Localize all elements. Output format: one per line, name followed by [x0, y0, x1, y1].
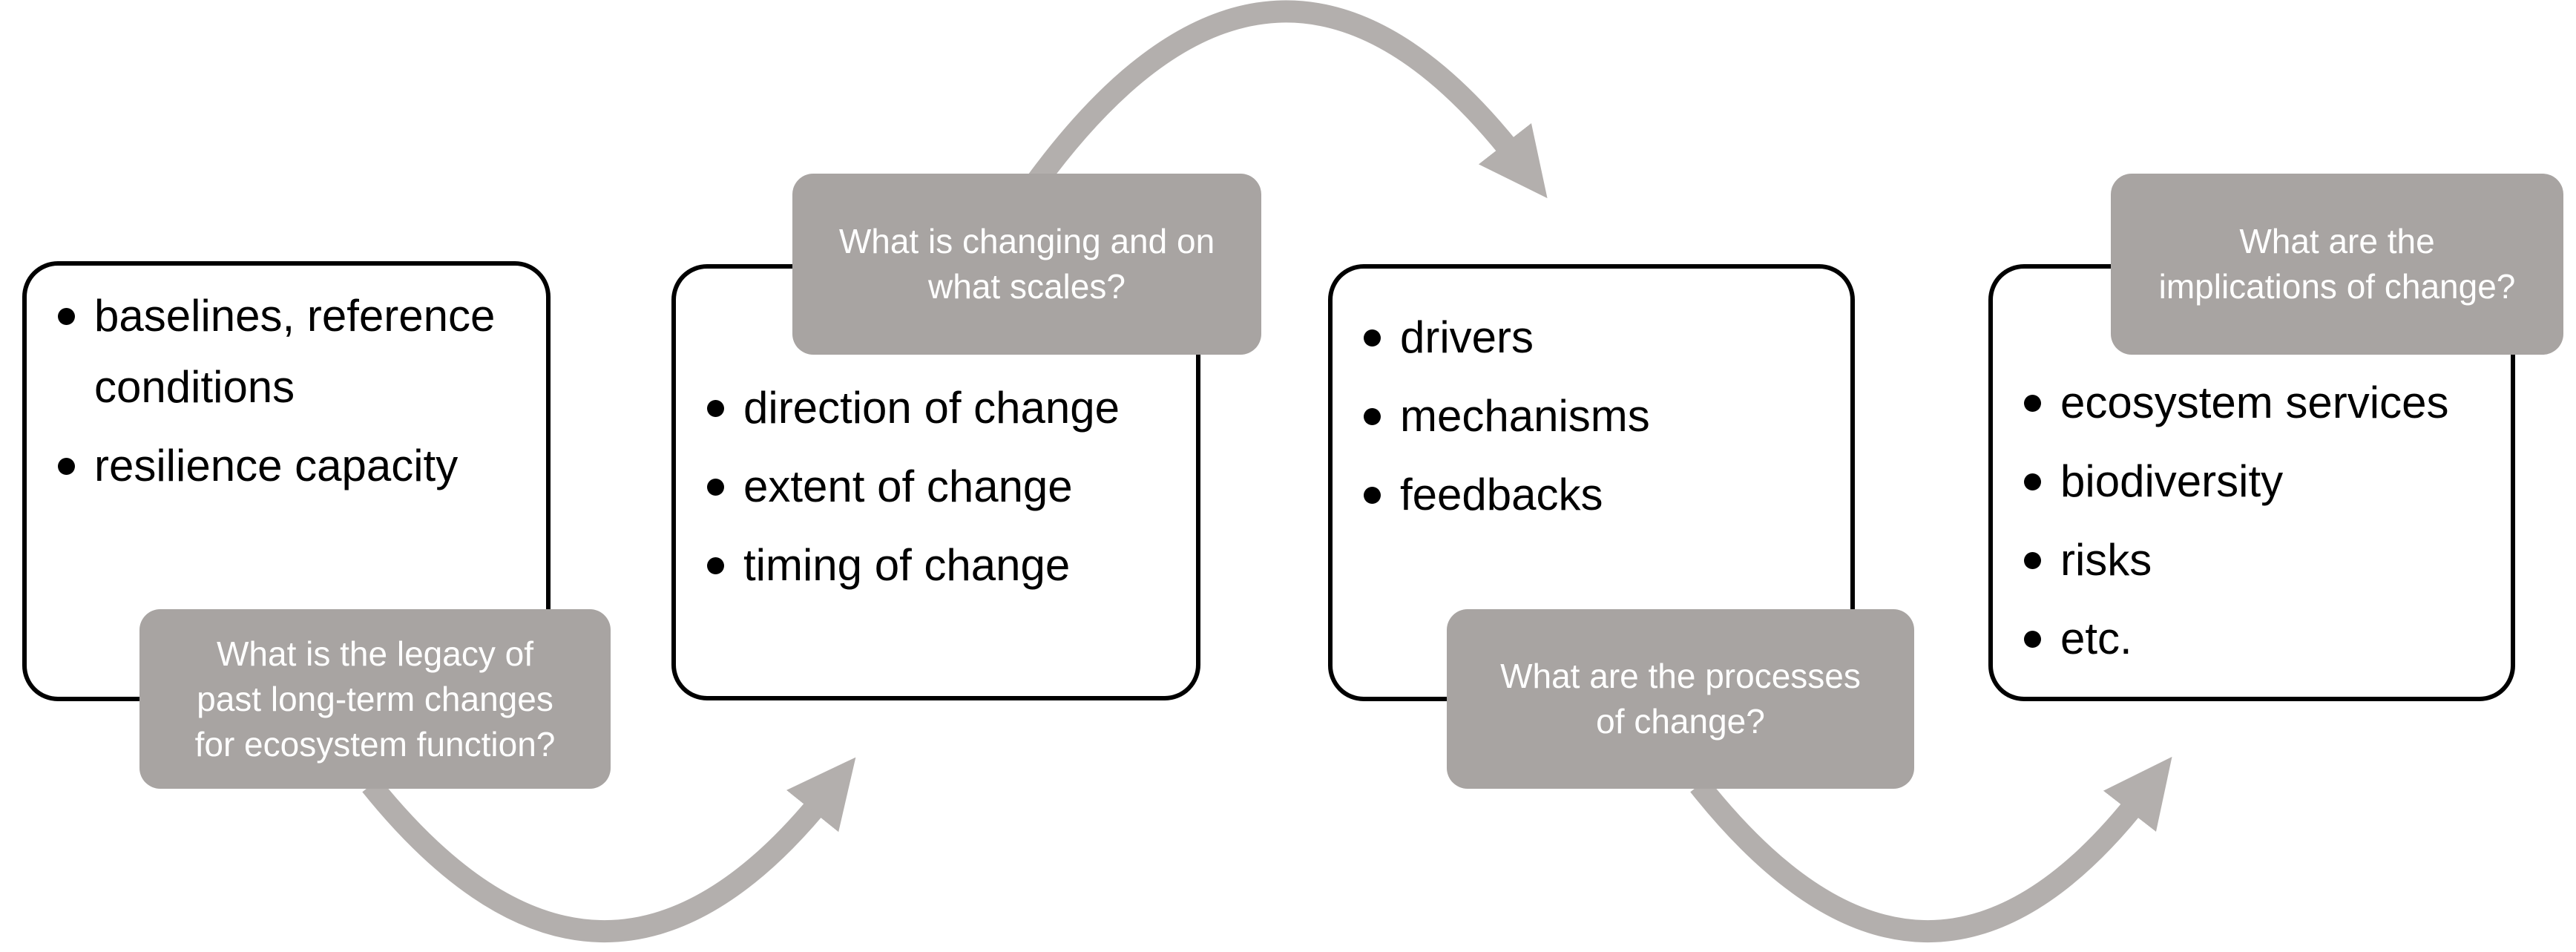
question-line: of change?: [1596, 702, 1765, 741]
list-item: extent of change: [707, 451, 1184, 522]
bullet-icon: [58, 308, 75, 325]
question-line: What is the legacy of: [217, 634, 533, 673]
bullet-text: resilience capacity: [94, 441, 459, 490]
topic-box-1: baselines, reference conditions resilien…: [22, 261, 551, 701]
bullet-text: etc.: [2060, 614, 2132, 663]
bullet-icon: [1364, 487, 1381, 504]
question-line: past long-term changes: [197, 679, 553, 718]
list-item: mechanisms: [1364, 381, 1839, 452]
question-line: What are the: [2239, 222, 2435, 260]
bullet-icon: [2024, 552, 2041, 569]
arrow-top-arc-icon: [1025, 0, 1548, 199]
bullet-icon: [2024, 473, 2041, 490]
list-item: baselines, reference conditions: [58, 280, 534, 423]
list-item: biodiversity: [2024, 446, 2499, 517]
question-line: for ecosystem function?: [194, 724, 556, 764]
question-line: What are the processes: [1500, 657, 1861, 695]
arrow-bottom-left-arc-icon: [362, 757, 856, 942]
question-box-legacy: What is the legacy of past long-term cha…: [139, 609, 611, 789]
bullet-text: ecosystem services: [2060, 378, 2449, 427]
list-item: risks: [2024, 525, 2499, 596]
bullet-icon: [707, 400, 724, 417]
bullet-text: baselines, reference conditions: [94, 291, 496, 412]
bullet-icon: [2024, 395, 2041, 412]
arrow-bottom-right-arc-icon: [1690, 756, 2172, 942]
bullet-text: risks: [2060, 535, 2152, 585]
list-item: feedbacks: [1364, 459, 1839, 531]
list-item: timing of change: [707, 530, 1184, 601]
bullet-text: direction of change: [743, 383, 1120, 433]
bullet-text: biodiversity: [2060, 456, 2284, 506]
bullet-icon: [2024, 631, 2041, 648]
bullet-icon: [707, 557, 724, 574]
bullet-text: feedbacks: [1400, 470, 1603, 519]
bullet-icon: [1364, 408, 1381, 425]
question-box-what-changing: What is changing and on what scales?: [792, 174, 1261, 355]
question-line: implications of change?: [2158, 267, 2516, 306]
bullet-text: mechanisms: [1400, 391, 1650, 441]
list-item: direction of change: [707, 372, 1184, 444]
question-box-processes: What are the processes of change?: [1447, 609, 1914, 789]
list-item: etc.: [2024, 603, 2499, 674]
bullet-text: timing of change: [743, 540, 1071, 590]
bullet-icon: [58, 458, 75, 475]
bullet-icon: [1364, 329, 1381, 347]
question-box-implications: What are the implications of change?: [2111, 174, 2563, 355]
question-line: what scales?: [928, 267, 1126, 306]
bullet-text: drivers: [1400, 312, 1534, 362]
bullet-icon: [707, 479, 724, 496]
bullet-text: extent of change: [743, 462, 1073, 511]
list-item: drivers: [1364, 302, 1839, 373]
question-line: What is changing and on: [838, 222, 1215, 260]
list-item: ecosystem services: [2024, 367, 2499, 439]
list-item: resilience capacity: [58, 430, 534, 502]
